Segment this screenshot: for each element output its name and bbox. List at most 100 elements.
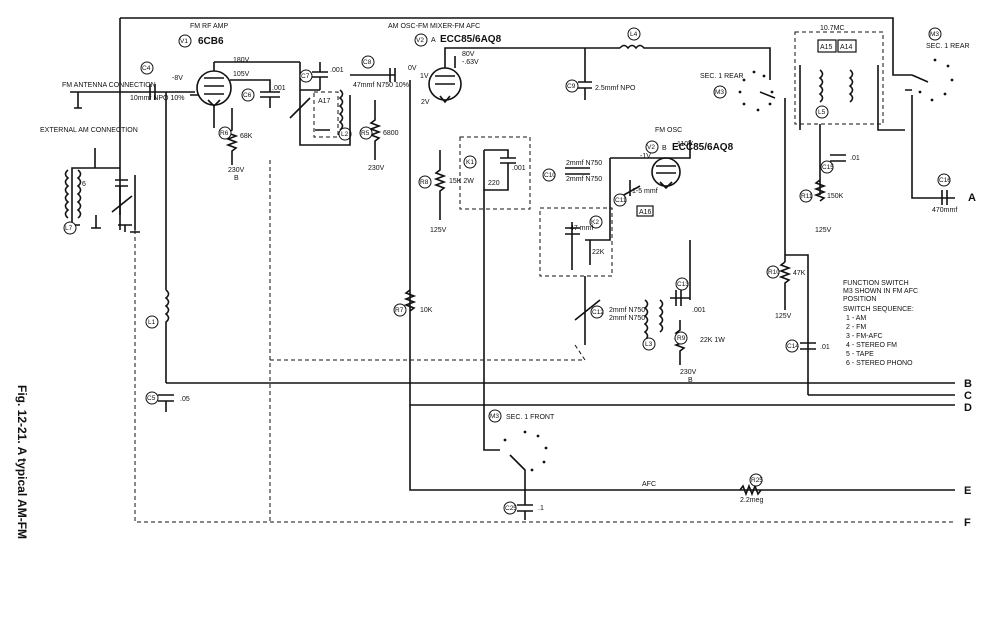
terminal-d: D <box>964 402 972 414</box>
svg-text:R9: R9 <box>677 335 686 342</box>
svg-text:125V: 125V <box>775 313 792 320</box>
svg-text:10K: 10K <box>420 307 433 314</box>
function-switch-legend: FUNCTION SWITCH M3 SHOWN IN FM AFC POSIT… <box>843 280 918 367</box>
svg-text:220: 220 <box>488 180 500 187</box>
svg-text:V1: V1 <box>180 38 188 45</box>
svg-text:.1: .1 <box>538 505 544 512</box>
svg-text:L5: L5 <box>818 109 826 116</box>
svg-text:15K 2W: 15K 2W <box>449 178 474 185</box>
svg-text:1V: 1V <box>420 73 429 80</box>
svg-text:230V: 230V <box>228 167 245 174</box>
terminal-f: F <box>964 517 971 529</box>
svg-text:L4: L4 <box>630 31 638 38</box>
svg-text:-1V: -1V <box>640 153 651 160</box>
terminal-c: C <box>964 390 972 402</box>
svg-text:10mmf NPO 10%: 10mmf NPO 10% <box>130 95 184 102</box>
svg-text:.001: .001 <box>512 165 526 172</box>
v1-tube-type: 6CB6 <box>198 36 224 47</box>
terminal-e: E <box>964 485 971 497</box>
svg-text:1-5 mmf: 1-5 mmf <box>632 188 658 195</box>
v2b-tube <box>651 157 681 187</box>
svg-text:B: B <box>688 377 693 384</box>
switch-m3-front <box>503 430 548 472</box>
svg-text:.001: .001 <box>272 85 286 92</box>
svg-text:C15: C15 <box>822 164 834 171</box>
svg-text:L1: L1 <box>148 319 156 326</box>
svg-text:B: B <box>662 145 667 152</box>
svg-text:K2: K2 <box>591 219 599 226</box>
k1-module <box>459 136 531 210</box>
svg-text:.05: .05 <box>180 396 190 403</box>
svg-text:3 - FM-AFC: 3 - FM-AFC <box>846 333 883 340</box>
switch-m3-rear-mid <box>738 70 774 112</box>
svg-text:A16: A16 <box>639 209 652 216</box>
afc-label: AFC <box>642 481 656 488</box>
svg-text:.001: .001 <box>692 307 706 314</box>
svg-text:R6: R6 <box>220 130 229 137</box>
svg-text:110V: 110V <box>677 141 693 148</box>
svg-text:C16: C16 <box>939 177 951 184</box>
svg-text:2 - FM: 2 - FM <box>846 324 866 331</box>
svg-text:47K: 47K <box>793 270 806 277</box>
svg-text:A17: A17 <box>318 98 331 105</box>
line-e <box>409 405 955 491</box>
svg-text:C14: C14 <box>787 343 799 350</box>
svg-text:FM OSC: FM OSC <box>655 127 682 134</box>
svg-text:2V: 2V <box>421 99 430 106</box>
svg-text:AM OSC-FM MIXER-FM AFC: AM OSC-FM MIXER-FM AFC <box>388 23 480 30</box>
svg-text:2.5mmf NPO: 2.5mmf NPO <box>595 85 636 92</box>
l7-coil <box>64 169 70 219</box>
svg-text:C13: C13 <box>677 281 689 288</box>
svg-text:C6: C6 <box>243 92 252 99</box>
svg-text:80V: 80V <box>462 51 475 58</box>
svg-text:L2: L2 <box>341 131 349 138</box>
svg-text:0V: 0V <box>408 65 417 72</box>
svg-text:C7: C7 <box>301 73 310 80</box>
svg-text:R25: R25 <box>751 477 763 484</box>
svg-text:A15: A15 <box>820 44 833 51</box>
switch-m3-rear-right <box>918 58 954 102</box>
svg-text:M3 SHOWN IN FM AFC: M3 SHOWN IN FM AFC <box>843 288 918 295</box>
svg-text:C9: C9 <box>567 83 576 90</box>
svg-text:C25: C25 <box>505 505 517 512</box>
svg-text:-.63V: -.63V <box>462 59 479 66</box>
svg-text:A: A <box>431 37 436 44</box>
svg-text:5 - TAPE: 5 - TAPE <box>846 351 874 358</box>
v1-tube <box>196 70 232 106</box>
svg-text:M3: M3 <box>715 89 724 96</box>
svg-text:POSITION: POSITION <box>843 296 876 303</box>
svg-text:6 - STEREO PHONO: 6 - STEREO PHONO <box>846 360 913 367</box>
svg-text:4 - STEREO FM: 4 - STEREO FM <box>846 342 897 349</box>
svg-text:2mmf N750: 2mmf N750 <box>609 315 645 322</box>
figure-caption: Fig. 12-21. A typical AM-FM <box>15 385 29 539</box>
v2b-tube-type: ECC85/6AQ8 <box>672 142 734 153</box>
svg-text:K1: K1 <box>466 159 474 166</box>
svg-text:.01: .01 <box>850 155 860 162</box>
svg-text:M3: M3 <box>930 31 939 38</box>
svg-text:R11: R11 <box>801 193 813 200</box>
svg-text:FM RF AMP: FM RF AMP <box>190 23 228 30</box>
svg-text:470mmf: 470mmf <box>932 207 957 214</box>
svg-text:A14: A14 <box>840 44 853 51</box>
k2-module <box>539 207 613 277</box>
svg-text:R7: R7 <box>395 307 404 314</box>
svg-text:SEC. 1 REAR: SEC. 1 REAR <box>700 73 744 80</box>
svg-text:1 - AM: 1 - AM <box>846 315 866 322</box>
svg-text:68K: 68K <box>240 133 253 140</box>
svg-text:6800: 6800 <box>383 130 399 137</box>
v2a-tube-type: ECC85/6AQ8 <box>440 34 502 45</box>
svg-text:6: 6 <box>82 181 86 188</box>
svg-text:2mmf N750: 2mmf N750 <box>566 160 602 167</box>
svg-text:C11: C11 <box>615 197 627 204</box>
svg-text:230V: 230V <box>680 369 697 376</box>
svg-text:.01: .01 <box>820 344 830 351</box>
line-f <box>134 230 955 523</box>
terminal-a: A <box>968 192 976 204</box>
svg-text:C8: C8 <box>363 59 372 66</box>
svg-text:2mmf N750: 2mmf N750 <box>566 176 602 183</box>
svg-text:-8V: -8V <box>172 75 183 82</box>
svg-text:22K: 22K <box>592 249 605 256</box>
ext-am-label: EXTERNAL AM CONNECTION <box>40 127 138 134</box>
svg-text:2mmf N750: 2mmf N750 <box>609 307 645 314</box>
